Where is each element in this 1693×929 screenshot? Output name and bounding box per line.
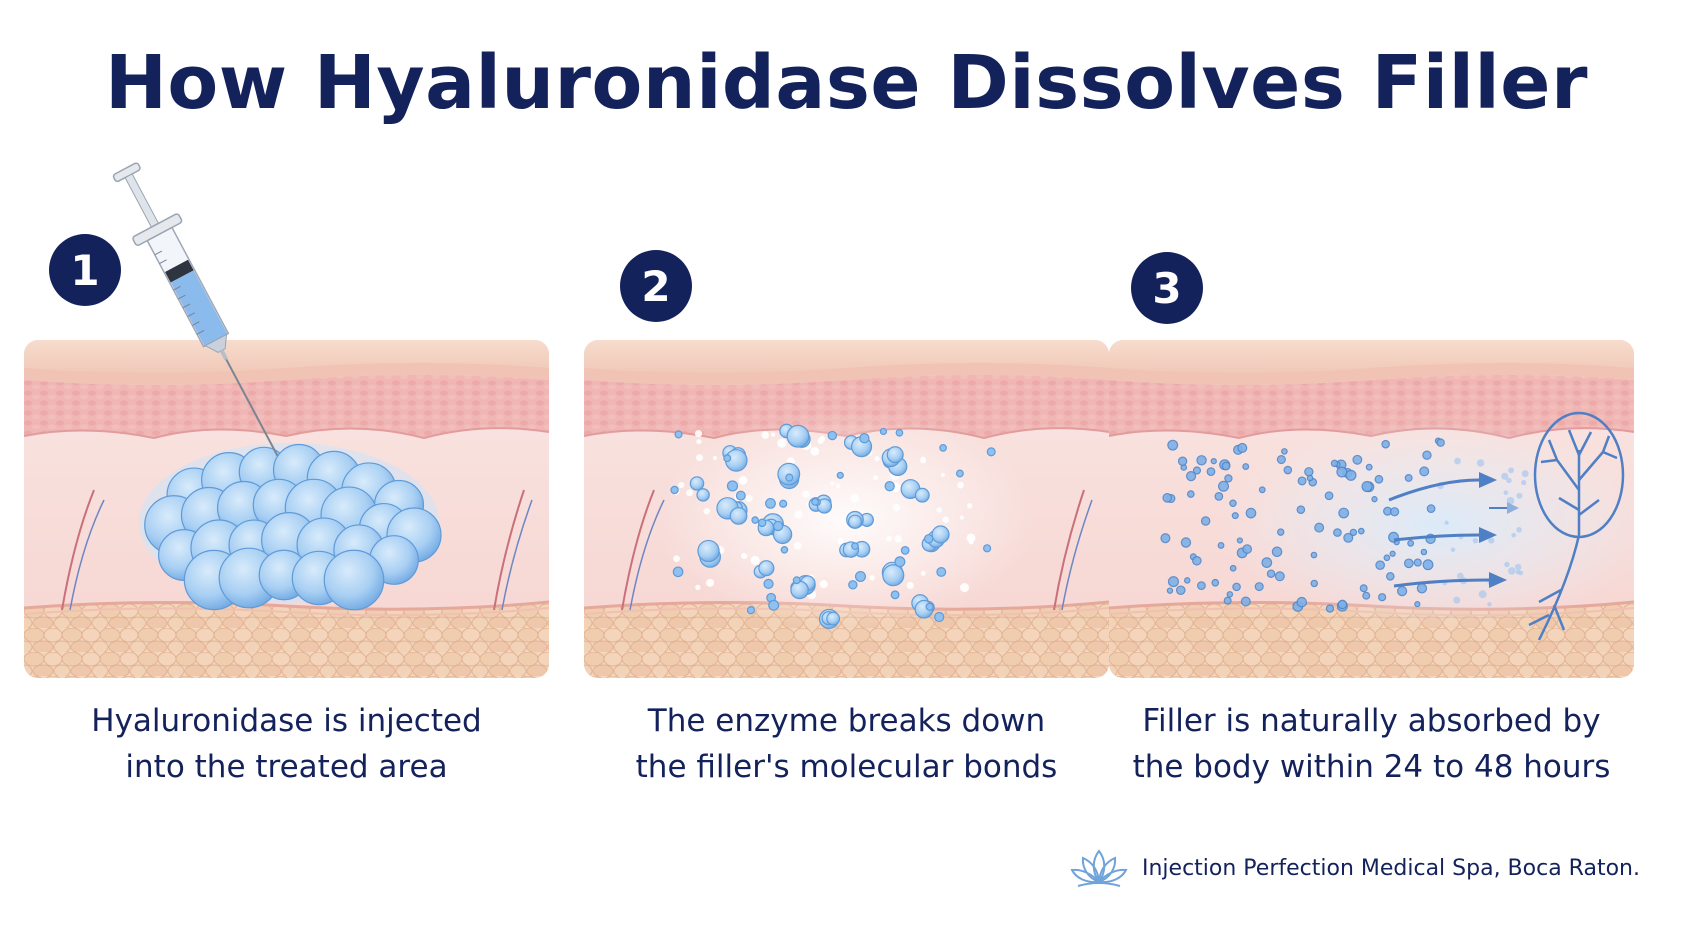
flow-arrows — [1388, 472, 1519, 588]
filler-fragments — [670, 423, 996, 629]
step-3-illustration — [1109, 340, 1634, 678]
step-1-caption-line2: into the treated area — [125, 749, 448, 785]
step-3-badge: 3 — [1131, 252, 1203, 324]
step-2-caption-line1: The enzyme breaks down — [647, 703, 1046, 739]
lotus-icon — [1070, 849, 1128, 887]
step-3-caption-line1: Filler is naturally absorbed by — [1142, 703, 1601, 739]
page-title: How Hyaluronidase Dissolves Filler — [105, 40, 1588, 126]
step-1-illustration — [24, 340, 549, 678]
syringe-icon — [112, 162, 279, 457]
step-2-caption: The enzyme breaks down the filler's mole… — [584, 698, 1109, 790]
step-1-caption-line1: Hyaluronidase is injected — [91, 703, 482, 739]
filler-deposit — [139, 443, 442, 611]
footer-text: Injection Perfection Medical Spa, Boca R… — [1142, 855, 1640, 881]
step-3-caption-line2: the body within 24 to 48 hours — [1132, 749, 1611, 785]
lymph-vessel-icon — [1528, 411, 1625, 641]
step-2-caption-line2: the filler's molecular bonds — [635, 749, 1058, 785]
step-3-caption: Filler is naturally absorbed by the body… — [1109, 698, 1634, 790]
dispersed-particles — [1160, 437, 1529, 613]
step-1-badge: 1 — [49, 234, 121, 306]
step-2-illustration — [584, 340, 1109, 678]
footer-brand: Injection Perfection Medical Spa, Boca R… — [1070, 845, 1640, 891]
step-2-badge: 2 — [620, 250, 692, 322]
step-1-caption: Hyaluronidase is injected into the treat… — [24, 698, 549, 790]
